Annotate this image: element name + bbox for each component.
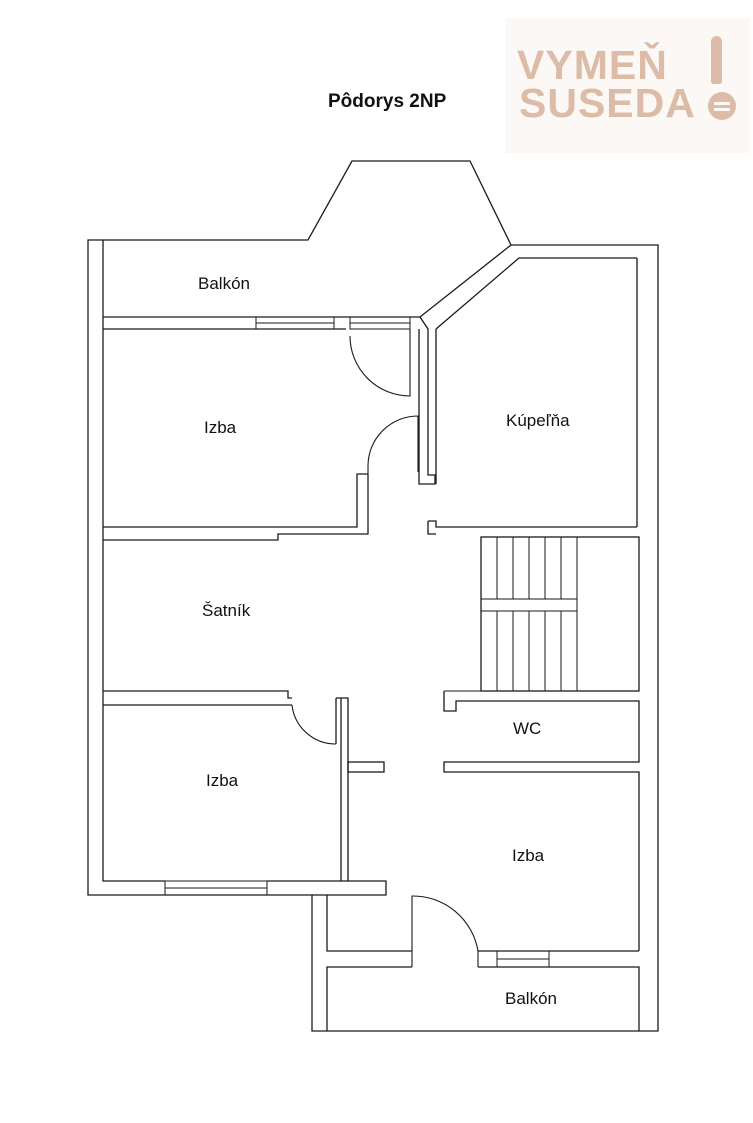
outer-wall-outline [87, 160, 659, 1032]
logo-line-2: SUSEDA [519, 80, 696, 126]
room-3-wall-left [326, 895, 412, 952]
outer-wall-inner-bottom [326, 966, 412, 1031]
outer-walls [87, 160, 659, 1032]
room-2-door [291, 704, 337, 745]
logo-exclamation-icon [711, 36, 722, 84]
room-3-door [411, 895, 479, 967]
room-1-wall-bottom-inner [103, 474, 369, 541]
label-room-1: Izba [204, 418, 237, 437]
room-1-walls [103, 329, 419, 541]
staircase-outline [480, 536, 640, 692]
room-1-wall-bottom [103, 473, 368, 528]
label-room-2: Izba [206, 771, 239, 790]
hall-partition [347, 761, 385, 773]
label-wc: WC [513, 719, 541, 738]
logo-line-1: VYMEŇ [517, 42, 668, 88]
label-balcony-top: Balkón [198, 274, 250, 293]
room-3-walls [326, 895, 639, 968]
plan-title: Pôdorys 2NP [328, 91, 447, 112]
outer-wall-bottom-right [478, 966, 640, 1031]
room-2-wall-top [103, 690, 292, 699]
label-wardrobe: Šatník [202, 601, 251, 620]
room-2-wall-right-inner [335, 698, 342, 881]
wc-walls [443, 690, 640, 951]
bathroom-wall-bottom-stub [427, 521, 436, 535]
bathroom-wall-diagonal-inner [435, 257, 637, 330]
bathroom-wall-diagonal [418, 316, 436, 485]
balcony-door [349, 329, 411, 397]
label-bathroom: Kúpeľňa [506, 411, 570, 430]
staircase [480, 536, 640, 692]
label-room-3: Izba [512, 846, 545, 865]
balcony-top-rail [103, 244, 512, 318]
label-balcony-bottom: Balkón [505, 989, 557, 1008]
balcony-top [103, 244, 512, 330]
logo-badge-icon [708, 92, 736, 120]
outer-wall-inner-left [102, 240, 165, 882]
bathroom-wall-bottom [428, 520, 637, 528]
room-2-walls [103, 690, 387, 896]
room-labels: Balkón Izba Kúpeľňa Šatník Izba WC Izba … [198, 274, 570, 1008]
bathroom-walls [418, 257, 637, 535]
wc-wall-top [443, 691, 640, 951]
room-2-wall-right [312, 697, 387, 896]
logo-background [505, 18, 750, 153]
room-1-door [367, 415, 419, 474]
